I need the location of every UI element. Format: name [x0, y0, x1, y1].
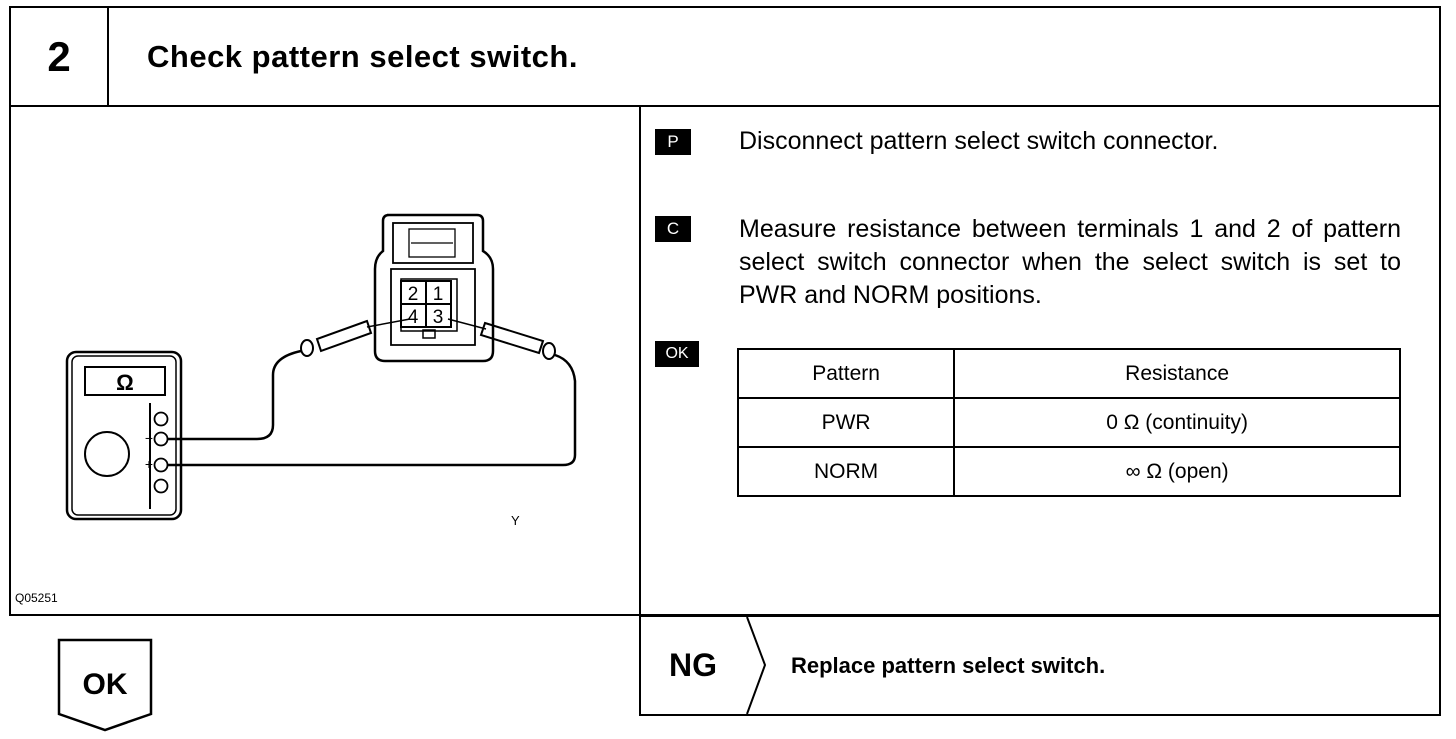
pin-4: 4 — [408, 307, 419, 328]
switch-connector — [373, 213, 495, 363]
table-cell: 0 Ω (continuity) — [953, 397, 1401, 448]
ok-label: OK — [83, 668, 128, 701]
check-instruction: Measure resistance between terminals 1 a… — [739, 215, 1401, 309]
table-cell: ∞ Ω (open) — [953, 446, 1401, 497]
table-row: PWR 0 Ω (continuity) — [736, 397, 1401, 448]
table-header-row: Pattern Resistance — [736, 348, 1401, 399]
meter-symbol: Ω — [116, 370, 134, 395]
step-title: Check pattern select switch. — [147, 38, 578, 74]
ok-result-arrow: OK — [57, 638, 157, 739]
ohmmeter — [65, 350, 183, 521]
plus-label: + — [145, 456, 153, 472]
check-tag: C — [655, 216, 691, 242]
ok-spec-tag: OK — [655, 341, 699, 367]
table-cell: NORM — [736, 446, 956, 497]
step-header: 2 Check pattern select switch. — [9, 6, 1441, 107]
ng-label: NG — [669, 647, 717, 683]
prep-instruction: Disconnect pattern select switch connect… — [739, 127, 1219, 155]
procedure-panel: P Disconnect pattern select switch conne… — [639, 105, 1441, 616]
column-header-pattern: Pattern — [736, 348, 956, 399]
ng-action: Replace pattern select switch. — [791, 652, 1106, 678]
probe-plus — [168, 318, 577, 467]
prep-tag: P — [655, 129, 691, 155]
table-row: NORM ∞ Ω (open) — [736, 446, 1401, 497]
figure-panel: Ω − + 2 1 4 3 Y Q05251 — [9, 105, 641, 616]
wiring-diagram: Ω − + 2 1 4 3 — [65, 213, 577, 521]
resistance-spec-table: Pattern Resistance PWR 0 Ω (continuity) … — [736, 348, 1401, 497]
table-cell: PWR — [736, 397, 956, 448]
ng-chevron-icon — [746, 617, 767, 714]
figure-mark: Y — [511, 513, 520, 528]
pin-3: 3 — [433, 307, 444, 328]
figure-code: Q05251 — [15, 591, 58, 605]
probe-minus — [168, 318, 411, 441]
pin-1: 1 — [433, 284, 444, 305]
column-header-resistance: Resistance — [953, 348, 1401, 399]
minus-label: − — [145, 430, 153, 446]
ng-result: NG Replace pattern select switch. — [639, 615, 1441, 716]
step-number: 2 — [11, 8, 109, 105]
pin-2: 2 — [408, 284, 419, 305]
